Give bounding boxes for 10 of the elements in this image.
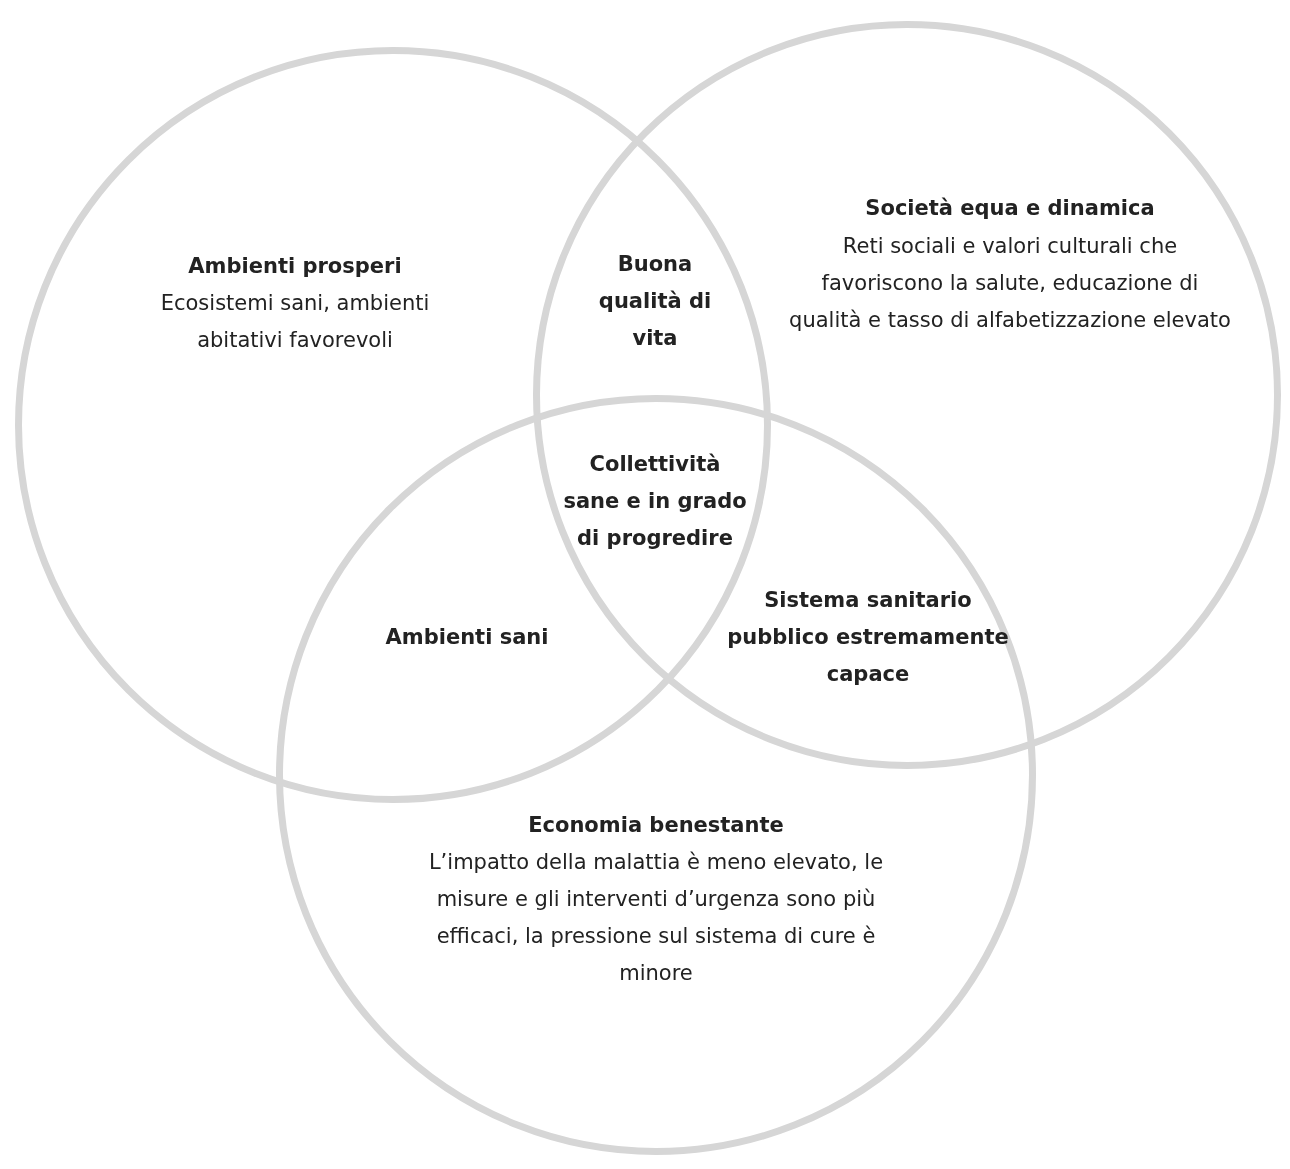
overlap-label: Ambienti sani — [384, 624, 550, 651]
circle-description: Reti sociali e valori culturali che favoriscono la salute, educazione di qualità e tasso di alfabetizzazione elevato — [788, 233, 1232, 334]
circle-description: Ecosistemi sani, ambienti abitativi favorevoli — [159, 290, 431, 354]
overlap-label: Buona qualità di vita — [597, 251, 713, 352]
overlap-label: Collettività sane e in grado di progredire — [562, 451, 748, 552]
circle-heading: Economia benestante — [527, 812, 785, 839]
circle-heading: Società equa e dinamica — [864, 195, 1156, 222]
circle-description: L’impatto della malattia è meno elevato, le misure e gli interventi d’urgenza sono più efficaci, la pressione sul sistema di cure è minore — [427, 849, 885, 987]
overlap-label: Sistema sanitario pubblico estremamente capace — [726, 587, 1010, 688]
circle-heading: Ambienti prosperi — [187, 253, 403, 280]
